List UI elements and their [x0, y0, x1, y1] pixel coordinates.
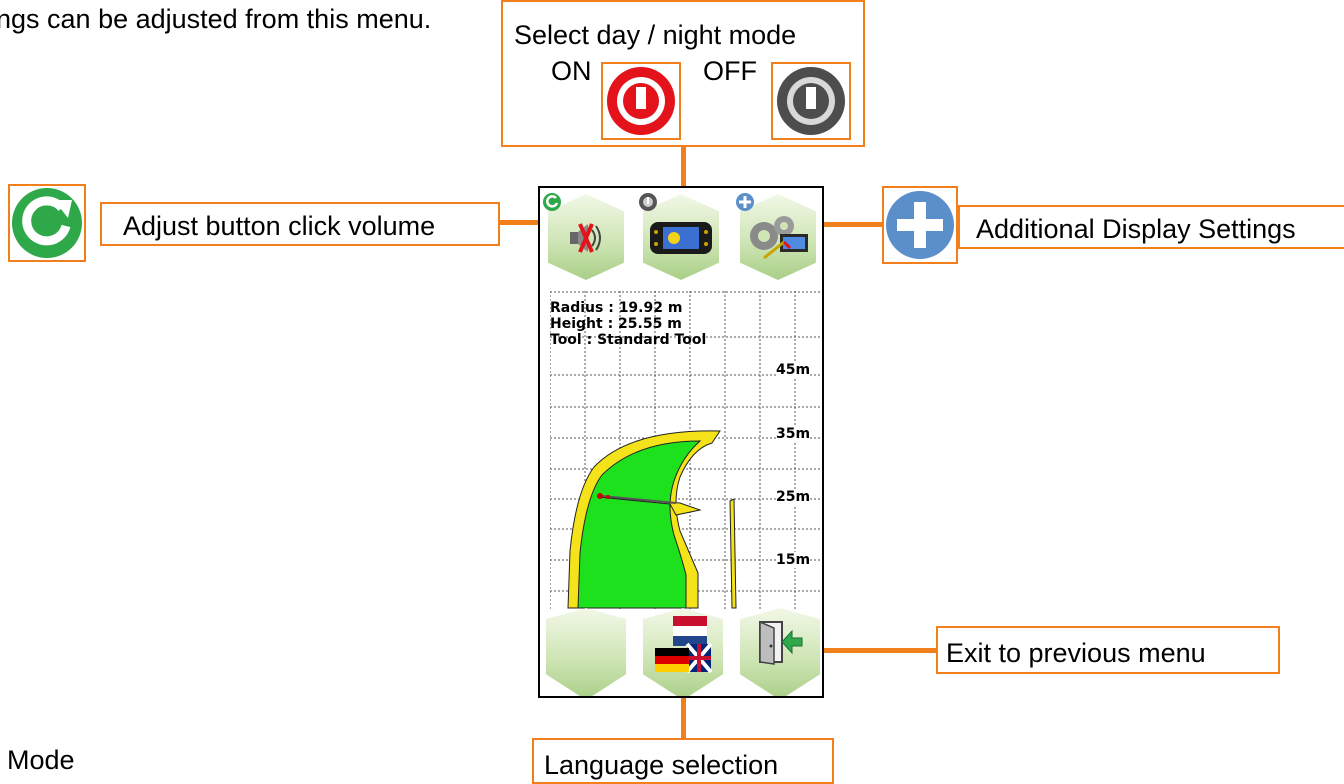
- exit-button[interactable]: [740, 608, 820, 696]
- axis-label-45m: 45m: [776, 362, 811, 378]
- display-settings-button[interactable]: [740, 194, 816, 280]
- intro-text: ngs can be adjusted from this menu.: [0, 4, 432, 34]
- reach-chart: [550, 291, 822, 609]
- language-flags-icon: [655, 616, 713, 674]
- axis-label-25m: 25m: [776, 489, 811, 505]
- mini-plus-icon: [735, 192, 755, 217]
- gears-settings-icon: [750, 216, 808, 260]
- language-callout: Language selection: [532, 738, 834, 784]
- volume-button[interactable]: [548, 194, 624, 280]
- speaker-muted-icon: [570, 223, 601, 253]
- tool-readout: Tool : Standard Tool: [550, 332, 707, 348]
- day-night-title: Select day / night mode: [514, 20, 797, 50]
- volume-refresh-icon: [8, 184, 86, 262]
- day-night-callout: Select day / night mode ON OFF: [501, 0, 865, 147]
- exit-callout: Exit to previous menu: [936, 626, 1280, 674]
- connector-volume: [500, 220, 540, 225]
- height-readout: Height : 25.55 m: [550, 316, 682, 332]
- footer-text: t Mode: [0, 745, 75, 775]
- connector-exit: [824, 648, 936, 653]
- connector-day-night: [681, 147, 686, 188]
- day-night-button[interactable]: [643, 194, 719, 280]
- on-label: ON: [551, 56, 592, 86]
- mini-power-icon: [638, 192, 658, 217]
- connector-language: [681, 698, 686, 740]
- plus-icon: [882, 186, 958, 264]
- power-on-icon: [601, 62, 681, 140]
- connector-display: [824, 222, 882, 227]
- display-callout: Additional Display Settings: [958, 205, 1344, 249]
- volume-callout: Adjust button click volume: [100, 202, 500, 246]
- mini-refresh-icon: [542, 192, 562, 217]
- language-button[interactable]: [643, 608, 723, 696]
- day-night-display-icon: [650, 222, 712, 254]
- power-off-icon: [771, 62, 851, 140]
- radius-readout: Radius : 19.92 m: [550, 300, 683, 316]
- device-screen: Radius : 19.92 m Height : 25.55 m Tool :…: [538, 186, 824, 698]
- axis-label-35m: 35m: [776, 426, 811, 442]
- axis-label-15m: 15m: [776, 552, 811, 568]
- reach-info: Radius : 19.92 m Height : 25.55 m Tool :…: [550, 300, 706, 348]
- off-label: OFF: [703, 56, 757, 86]
- exit-door-icon: [759, 620, 803, 665]
- empty-bottom-button[interactable]: [546, 608, 626, 696]
